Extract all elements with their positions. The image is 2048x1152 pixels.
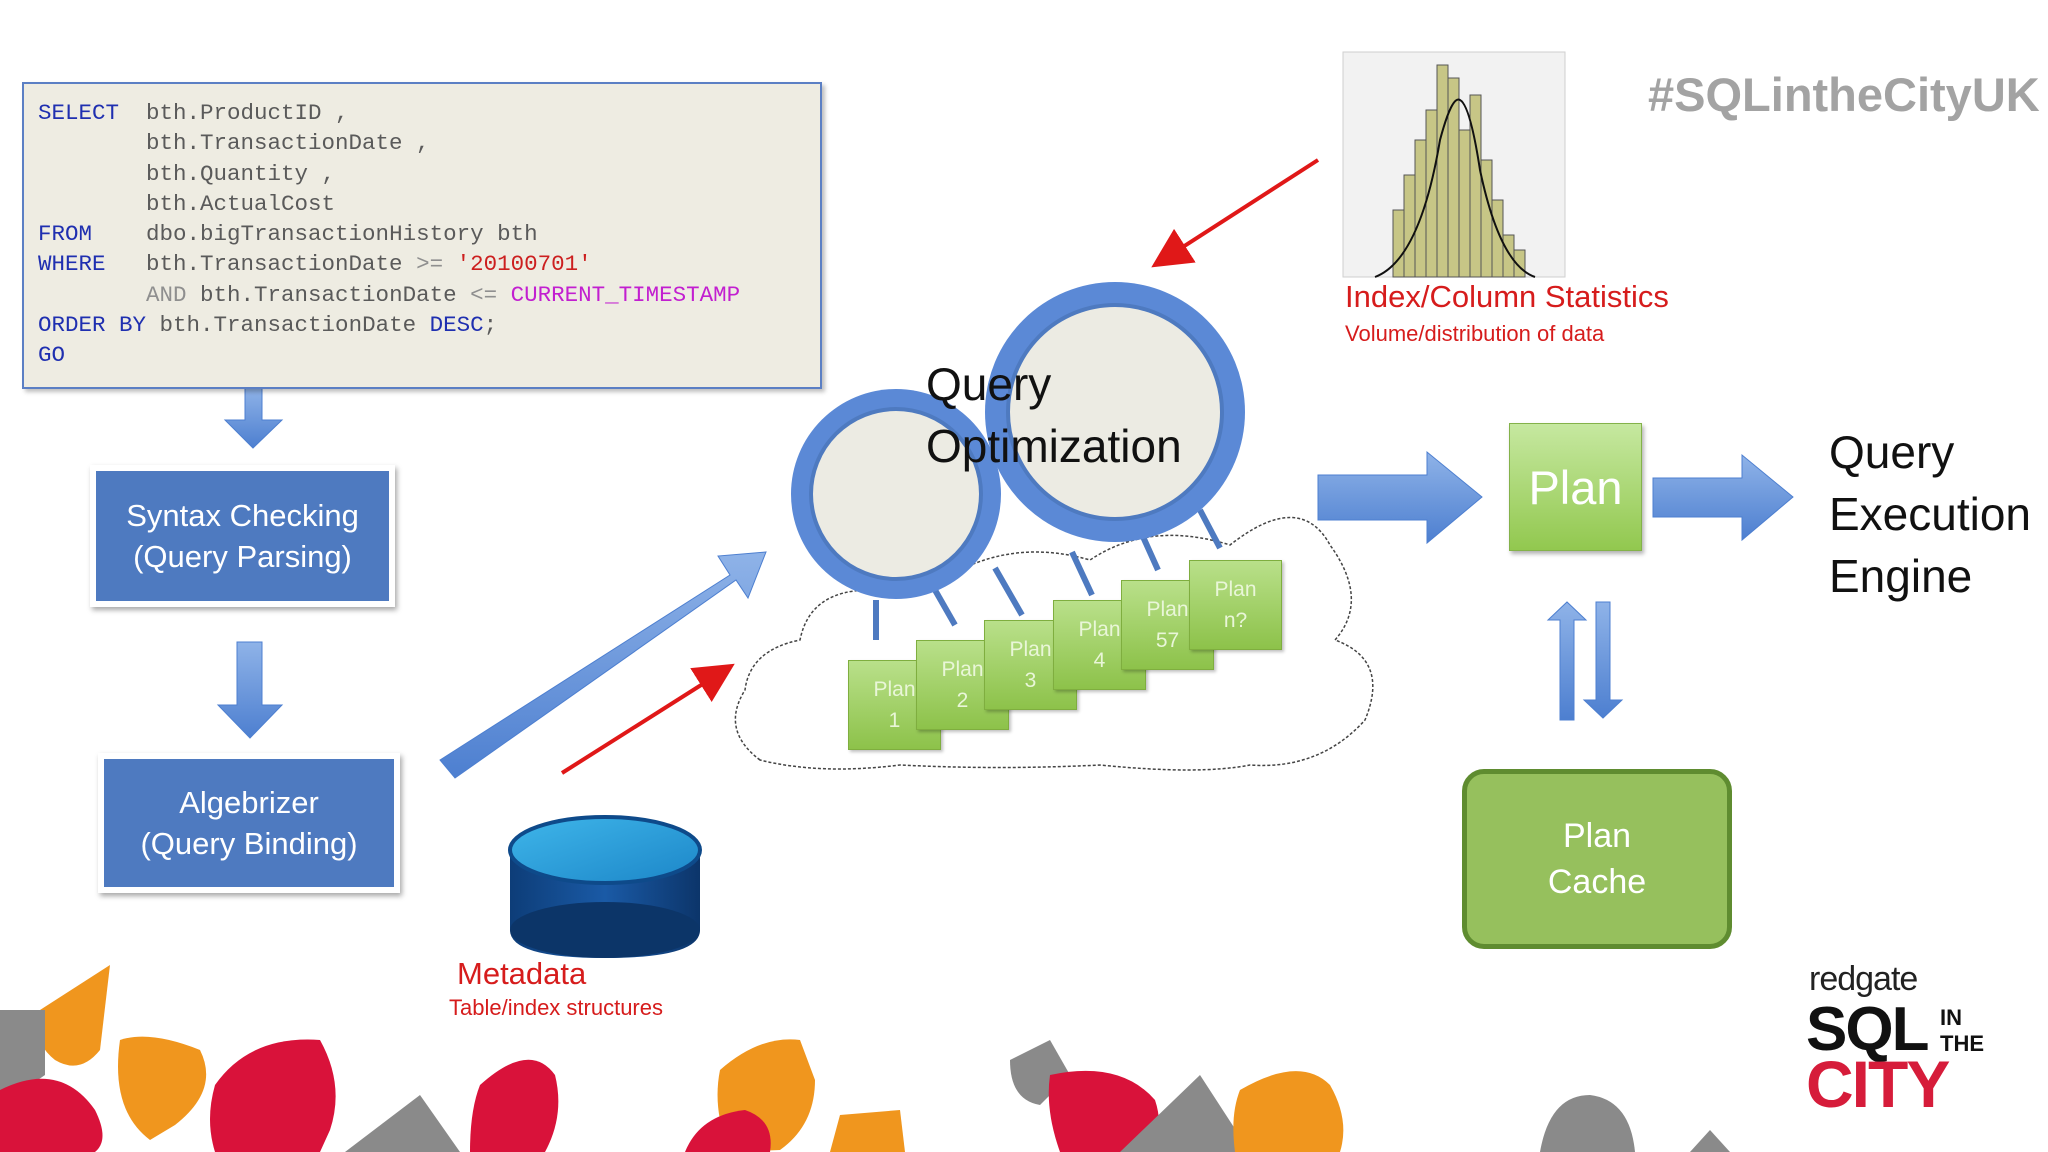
code-line: bth.TransactionDate <box>146 312 430 339</box>
statistics-title: Index/Column Statistics <box>1345 279 1669 314</box>
algebrizer-label: Algebrizer <box>179 785 319 820</box>
sql-query-code-box: SELECT bth.ProductID , bth.TransactionDa… <box>22 82 822 389</box>
plan-card-label: Plan <box>873 678 916 701</box>
logo-in: IN <box>1940 1005 1962 1030</box>
gear-connector-lines <box>873 508 1223 640</box>
code-line: bth.TransactionDate , <box>38 130 430 157</box>
statistics-histogram <box>1342 51 1566 278</box>
query-optimization-line: Query <box>926 358 1052 410</box>
code-keyword: SELECT <box>38 100 120 126</box>
flow-arrows <box>216 387 1794 779</box>
hashtag-label: #SQLintheCityUK <box>1648 68 2040 121</box>
plan-cache-box: Plan Cache <box>1462 769 1732 949</box>
plan-card-number: 1 <box>888 709 901 732</box>
statistics-subtitle: Volume/distribution of data <box>1345 321 1605 346</box>
code-keyword: GO <box>38 342 66 369</box>
code-line: bth.TransactionDate <box>186 281 471 308</box>
syntax-checking-label: Syntax Checking <box>126 498 359 533</box>
plan-card-number: 2 <box>956 689 969 712</box>
syntax-checking-box: Syntax Checking (Query Parsing) <box>90 465 395 607</box>
code-string: '20100701' <box>443 251 592 278</box>
code-operator: <= <box>470 281 498 308</box>
plan-card-number: 3 <box>1024 669 1037 692</box>
code-operator: AND <box>38 281 187 308</box>
code-keyword: FROM <box>38 221 93 248</box>
plan-cache-label: Plan <box>1562 817 1632 855</box>
database-icon <box>508 815 702 958</box>
code-line: bth.Quantity , <box>38 160 336 187</box>
code-keyword: DESC <box>429 312 484 339</box>
query-optimization-label: Query Optimization <box>926 353 1182 477</box>
gear-small-icon <box>791 389 1001 599</box>
plan-cache-label: Cache <box>1547 863 1647 901</box>
code-line: bth.ActualCost <box>38 190 336 217</box>
plan-card-n: Plan n? <box>1189 560 1282 650</box>
execution-engine-line: Query <box>1829 426 1955 478</box>
code-operator: >= <box>416 251 444 278</box>
logo-in-the: IN THE <box>1940 1005 1984 1057</box>
plan-card-label: Plan <box>941 658 984 681</box>
plan-card-number: 57 <box>1155 629 1180 652</box>
plan-box: Plan <box>1509 423 1642 551</box>
algebrizer-box: Algebrizer (Query Binding) <box>98 753 400 893</box>
code-line: bth.ProductID , <box>119 100 349 126</box>
plan-card-number: n? <box>1223 609 1248 632</box>
metadata-subtitle: Table/index structures <box>449 995 663 1020</box>
query-optimization-line: Optimization <box>926 420 1182 472</box>
metadata-red-arrow <box>560 663 735 775</box>
logo-the: THE <box>1940 1031 1984 1056</box>
code-line: dbo.bigTransactionHistory bth <box>92 221 538 248</box>
plan-card-label: Plan <box>1009 638 1052 661</box>
drop-shapes <box>0 965 1730 1152</box>
metadata-title: Metadata <box>457 956 587 991</box>
plan-card-number: 4 <box>1093 649 1106 672</box>
plan-card-label: Plan <box>1078 618 1121 641</box>
plan-card-label: Plan <box>1146 598 1189 621</box>
logo-sql: SQL <box>1806 995 1929 1064</box>
code-keyword: ORDER BY <box>38 312 147 339</box>
plan-card-label: Plan <box>1214 578 1257 601</box>
gear-large-icon <box>985 282 1245 542</box>
query-binding-label: (Query Binding) <box>140 826 358 861</box>
logo-brand: redgate <box>1809 960 1918 998</box>
logo-city: CITY <box>1806 1047 1950 1121</box>
execution-engine-line: Execution <box>1829 488 2032 540</box>
code-keyword: WHERE <box>38 251 106 278</box>
query-execution-engine-label: Query Execution Engine <box>1829 421 2031 607</box>
query-parsing-label: (Query Parsing) <box>133 539 352 574</box>
code-line: ; <box>483 312 498 339</box>
execution-engine-line: Engine <box>1829 550 1973 602</box>
plan-label: Plan <box>1528 460 1623 514</box>
code-function: CURRENT_TIMESTAMP <box>497 281 741 308</box>
statistics-red-arrow <box>1151 158 1320 268</box>
code-line: bth.TransactionDate <box>105 251 417 278</box>
